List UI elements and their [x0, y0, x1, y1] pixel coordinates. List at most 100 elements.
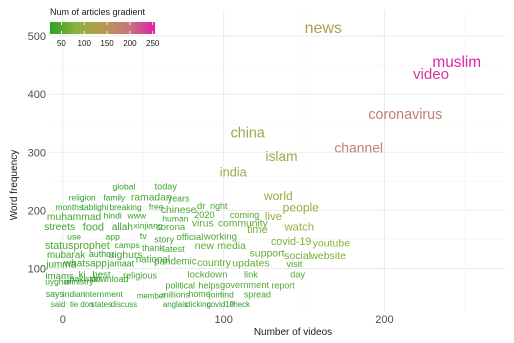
- word-virus: virus: [192, 219, 214, 230]
- y-tick-label: 100: [28, 263, 46, 275]
- word-support: support: [250, 247, 285, 259]
- word-clicking: clicking: [185, 300, 211, 309]
- word-helps: helps: [199, 280, 221, 290]
- word-said: said: [51, 300, 65, 309]
- word-coming: coming: [230, 210, 259, 220]
- word-uyghur: uyghur: [45, 277, 71, 287]
- word-points: newsmuslimvideocoronaviruschinachannelis…: [44, 20, 481, 309]
- word-new: new: [195, 240, 215, 252]
- word-2020: 2020: [194, 210, 214, 220]
- word-says: says: [46, 289, 65, 299]
- word-link: link: [244, 270, 258, 280]
- word-political: political: [165, 280, 195, 290]
- word-tablighi: tablighi: [82, 202, 109, 212]
- word-states: states: [91, 300, 112, 309]
- x-tick-label: 100: [214, 314, 232, 326]
- word-report: report: [272, 280, 296, 290]
- word-don: don: [80, 300, 93, 309]
- legend-title: Num of articles gradient: [50, 7, 146, 17]
- x-tick-label: 0: [60, 314, 66, 326]
- word-visit: visit: [286, 259, 302, 269]
- legend-tick-label: 150: [100, 39, 114, 48]
- word-working: working: [203, 231, 237, 242]
- word-home: home: [188, 289, 210, 299]
- word-years: years: [168, 193, 190, 203]
- word-xinjiang: xinjiang: [133, 220, 162, 230]
- word-free: free: [149, 201, 164, 211]
- word-ramadan: ramadan: [131, 193, 172, 204]
- word-check: check: [229, 300, 250, 309]
- word-channel: channel: [334, 140, 383, 156]
- word-indian: indian: [63, 289, 86, 299]
- word-global: global: [112, 182, 135, 192]
- word-member: member: [137, 292, 166, 301]
- word-muslim: muslim: [432, 54, 481, 71]
- word-allah: allah: [112, 222, 133, 233]
- word-mubarak: mubarak: [47, 250, 85, 261]
- word-corona: corona: [156, 222, 186, 233]
- word-discuss: discuss: [111, 300, 137, 309]
- word-spread: spread: [244, 290, 271, 300]
- word-right: right: [210, 201, 228, 211]
- word-jamaat: jamaat: [106, 258, 134, 268]
- word-news: news: [305, 20, 342, 37]
- word-national: national: [136, 255, 170, 266]
- word-ki: ki: [79, 270, 86, 281]
- word-watch: watch: [283, 222, 314, 234]
- word-official: official: [176, 232, 203, 243]
- x-axis-title: Number of videos: [254, 327, 332, 338]
- word-updates: updates: [232, 257, 269, 269]
- word-covid-19: covid-19: [271, 236, 311, 248]
- word-www: www: [127, 211, 147, 221]
- word-video: video: [413, 66, 449, 83]
- word-months: months: [56, 202, 83, 212]
- word-world: world: [263, 189, 293, 203]
- word-uighurs: uighurs: [109, 250, 143, 261]
- word-join: join: [208, 290, 223, 300]
- word-best: best: [92, 270, 110, 281]
- word-pakistan: pakistan: [70, 273, 102, 283]
- word-anglais: anglais: [163, 300, 188, 309]
- word-hindi: hindi: [104, 211, 122, 221]
- word-today: today: [155, 182, 178, 192]
- y-tick-label: 300: [28, 147, 46, 159]
- word-coronavirus: coronavirus: [368, 107, 442, 123]
- word-government: government: [220, 280, 270, 290]
- word-india: india: [220, 165, 248, 180]
- word-statusprophet: statusprophet: [45, 240, 110, 252]
- word-use: use: [67, 232, 81, 242]
- legend-tick-label: 100: [78, 39, 92, 48]
- x-axis-ticks: 0 100 200: [60, 314, 394, 326]
- word-islam: islam: [266, 149, 298, 164]
- y-tick-label: 500: [28, 31, 46, 43]
- word-country: country: [197, 258, 232, 269]
- word-imams: imams: [46, 271, 74, 282]
- word-author: author: [89, 249, 114, 259]
- word-community: community: [218, 219, 269, 230]
- word-streets: streets: [44, 222, 75, 233]
- word-live: live: [265, 211, 282, 223]
- word-story: story: [154, 235, 174, 245]
- word-media: media: [217, 240, 246, 252]
- word-social: social: [284, 250, 311, 262]
- word-religion: religion: [69, 193, 96, 203]
- word-time: time: [247, 224, 268, 236]
- word-family: family: [103, 193, 126, 203]
- word-china: china: [231, 126, 265, 142]
- word-people: people: [283, 201, 320, 215]
- word-find: find: [220, 290, 234, 300]
- word-dr: dr: [197, 201, 206, 212]
- y-tick-label: 400: [28, 89, 46, 101]
- word-youtube: youtube: [313, 238, 351, 250]
- legend-color-bar: [50, 22, 155, 34]
- x-tick-label: 200: [375, 314, 393, 326]
- grid-lines: [50, 10, 505, 312]
- word-app: app: [106, 232, 121, 242]
- word-jumma: jumma: [45, 259, 76, 270]
- word-ministry: ministry: [65, 277, 95, 287]
- y-axis-title: Word frequency: [9, 150, 20, 220]
